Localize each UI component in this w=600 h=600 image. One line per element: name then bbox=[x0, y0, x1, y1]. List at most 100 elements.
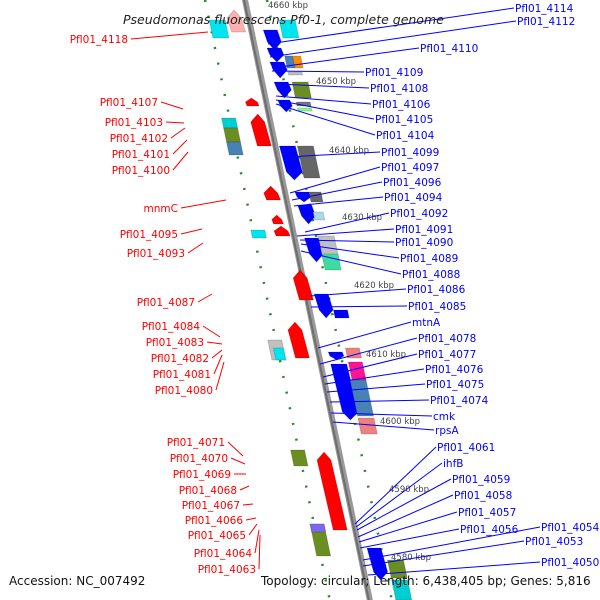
gene-label-left: Pfl01_4118 bbox=[70, 34, 128, 46]
gene-label-left: Pfl01_4067 bbox=[182, 500, 240, 512]
gene-arrow-reverse bbox=[273, 225, 291, 237]
gene-label-left: Pfl01_4082 bbox=[151, 353, 209, 365]
label-pointer-line bbox=[230, 457, 246, 465]
label-pointer-line bbox=[304, 212, 390, 233]
gene-arrow-forward bbox=[262, 29, 282, 51]
kbp-label: 4600 kbp bbox=[380, 417, 420, 427]
gene-label-right: Pfl01_4058 bbox=[454, 490, 512, 502]
gene-box bbox=[287, 71, 304, 76]
gene-box bbox=[272, 347, 287, 361]
gene-box bbox=[321, 253, 342, 271]
gene-box bbox=[278, 19, 300, 39]
label-pointer-line bbox=[239, 485, 250, 491]
label-pointer-line bbox=[248, 523, 258, 536]
gene-arrow-forward bbox=[327, 351, 345, 361]
gene-arrow-forward bbox=[273, 81, 292, 99]
gene-label-right: Pfl01_4105 bbox=[375, 114, 433, 126]
gene-label-right: Pfl01_4054 bbox=[541, 522, 600, 534]
gene-label-right: Pfl01_4075 bbox=[426, 379, 484, 391]
gene-label-left: Pfl01_4064 bbox=[194, 548, 253, 560]
label-pointer-line bbox=[362, 540, 525, 567]
gene-label-right: Pfl01_4097 bbox=[381, 162, 439, 174]
label-pointer-line bbox=[310, 305, 408, 308]
gene-arrow-reverse bbox=[287, 321, 311, 359]
gene-label-right: Pfl01_4099 bbox=[381, 147, 439, 159]
label-pointer-line bbox=[322, 353, 418, 378]
label-pointer-line bbox=[355, 462, 443, 528]
gene-label-right: Pfl01_4104 bbox=[376, 130, 435, 142]
gene-label-left: Pfl01_4095 bbox=[120, 229, 178, 241]
label-pointer-line bbox=[242, 503, 254, 506]
label-pointer-line bbox=[358, 511, 458, 543]
label-pointer-line bbox=[180, 199, 227, 209]
label-pointer-line bbox=[271, 70, 365, 73]
label-pointer-line bbox=[172, 151, 189, 171]
gene-arrow-reverse bbox=[271, 214, 285, 225]
gene-label-right: Pfl01_4076 bbox=[425, 364, 484, 376]
label-pointer-line bbox=[160, 101, 184, 110]
gene-label-left: Pfl01_4093 bbox=[127, 248, 185, 260]
label-pointer-line bbox=[300, 243, 400, 259]
label-pointer-line bbox=[284, 151, 381, 158]
label-pointer-line bbox=[227, 441, 244, 457]
label-pointer-line bbox=[296, 228, 395, 237]
gene-box bbox=[391, 579, 413, 600]
gene-arrow-forward bbox=[330, 363, 359, 421]
gene-arrow-reverse bbox=[292, 269, 315, 301]
gene-label-right: Pfl01_4096 bbox=[383, 177, 442, 189]
kbp-label: 4660 kbp bbox=[268, 1, 308, 11]
label-pointer-line bbox=[326, 383, 426, 393]
label-pointer-line bbox=[269, 20, 517, 58]
genome-summary-text: Topology: circular; Length: 6,438,405 bp… bbox=[260, 574, 591, 588]
gene-box bbox=[309, 523, 327, 533]
label-pointer-line bbox=[293, 196, 384, 207]
gene-box bbox=[220, 117, 239, 129]
gene-label-right: Pfl01_4056 bbox=[460, 524, 519, 536]
gene-box bbox=[332, 309, 350, 319]
label-pointer-line bbox=[215, 361, 225, 391]
gene-label-left: mnmC bbox=[144, 203, 178, 215]
gene-label-left: Pfl01_4101 bbox=[112, 149, 170, 161]
gene-box bbox=[225, 141, 244, 156]
accession-text: Accession: NC_007492 bbox=[9, 574, 145, 588]
label-pointer-line bbox=[299, 239, 395, 243]
label-pointer-line bbox=[300, 250, 402, 275]
gene-label-left: Pfl01_4107 bbox=[100, 97, 158, 109]
label-pointer-line bbox=[271, 47, 420, 69]
gene-label-right: Pfl01_4050 bbox=[541, 557, 599, 569]
label-pointer-line bbox=[276, 83, 370, 89]
gene-label-left: Pfl01_4103 bbox=[105, 117, 163, 129]
label-pointer-line bbox=[206, 341, 223, 345]
gene-arrow-reverse bbox=[316, 451, 348, 531]
label-pointer-line bbox=[213, 354, 223, 375]
gene-label-right: rpsA bbox=[435, 425, 459, 437]
label-pointer-line bbox=[202, 325, 221, 338]
label-pointer-line bbox=[254, 529, 260, 554]
gene-label-left: Pfl01_4084 bbox=[142, 321, 201, 333]
gene-box bbox=[250, 229, 268, 239]
gene-box bbox=[289, 449, 309, 467]
label-pointer-line bbox=[330, 412, 433, 417]
gene-label-right: Pfl01_4088 bbox=[402, 269, 460, 281]
label-pointer-line bbox=[329, 399, 430, 403]
gene-label-right: Pfl01_4109 bbox=[365, 67, 423, 79]
kbp-label: 4640 kbp bbox=[329, 146, 369, 156]
gene-label-right: Pfl01_4077 bbox=[418, 349, 476, 361]
label-pointer-line bbox=[359, 528, 460, 549]
kbp-label: 4620 kbp bbox=[354, 281, 394, 291]
gene-box bbox=[223, 127, 242, 143]
label-pointer-line bbox=[180, 228, 203, 235]
label-pointer-line bbox=[197, 293, 213, 303]
gene-arrow-forward bbox=[266, 47, 285, 63]
label-pointer-line bbox=[319, 337, 418, 365]
gene-box bbox=[296, 145, 321, 179]
gene-label-right: Pfl01_4053 bbox=[525, 536, 583, 548]
label-pointer-line bbox=[309, 288, 407, 297]
gene-label-right: Pfl01_4059 bbox=[452, 474, 510, 486]
gene-label-left: Pfl01_4069 bbox=[173, 469, 231, 481]
gene-box bbox=[291, 81, 312, 99]
gene-label-right: Pfl01_4089 bbox=[400, 253, 458, 265]
gene-label-left: Pfl01_4063 bbox=[198, 564, 256, 576]
gene-box bbox=[296, 107, 313, 112]
